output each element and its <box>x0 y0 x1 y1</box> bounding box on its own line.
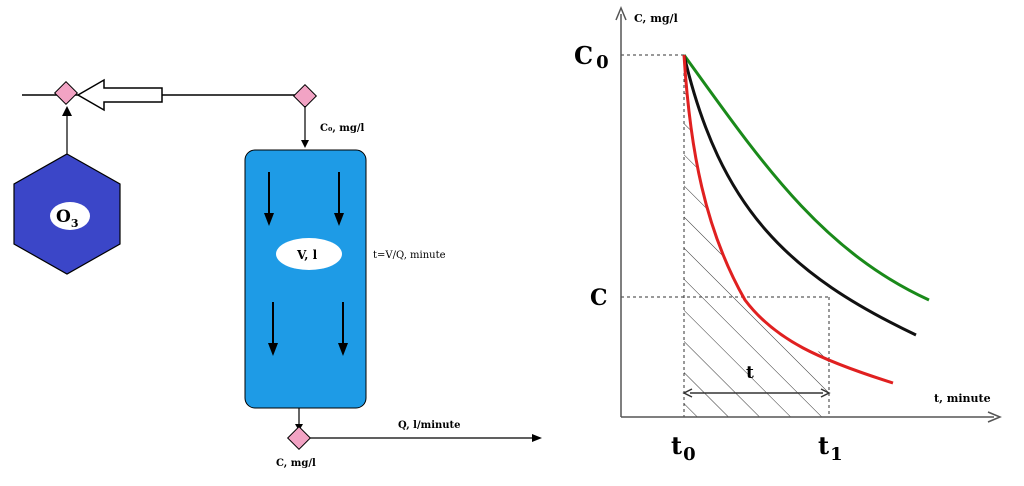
inlet-valve <box>292 83 318 109</box>
inlet-arrowhead <box>301 140 309 148</box>
interval-arrow-right <box>820 388 831 398</box>
green-decay-curve <box>682 54 930 302</box>
t0-label: t0 <box>671 431 696 465</box>
interval-label: t <box>746 363 754 383</box>
mixing-valve <box>53 80 79 106</box>
c-label: C <box>590 285 608 311</box>
ozone-label-ellipse <box>50 202 90 230</box>
red-decay-curve <box>682 54 894 385</box>
t1-label: t1 <box>818 431 843 465</box>
x-axis-label: t, minute <box>934 392 991 405</box>
x-axis-arrowhead <box>987 411 1002 423</box>
interval-arrow-left <box>682 388 693 398</box>
volume-label: V, l <box>296 248 318 262</box>
inlet-concentration-label: C₀, mg/l <box>320 123 365 134</box>
y-axis-label: C, mg/l <box>634 12 678 25</box>
flow-direction-arrow <box>76 78 163 112</box>
integral-hatched-area <box>684 55 829 417</box>
volume-label-ellipse <box>276 238 342 270</box>
residence-time-label: t=V/Q, minute <box>373 250 446 261</box>
reactor-vessel <box>244 149 367 409</box>
reactor-schematic: O3 C₀, mg/l V, l t=V/Q, minute Q, l/minu… <box>13 78 542 469</box>
black-decay-curve <box>682 54 917 337</box>
outlet-flow-label: Q, l/minute <box>398 420 461 431</box>
reactor-flow-arrows <box>264 172 348 356</box>
outlet-valve <box>286 425 312 451</box>
ozone-feed-arrowhead <box>62 106 72 116</box>
outlet-concentration-label: C, mg/l <box>276 458 316 469</box>
y-axis-arrowhead <box>615 6 627 21</box>
outlet-pipe-arrowhead <box>532 434 542 442</box>
ozone-label: O3 <box>56 207 78 230</box>
